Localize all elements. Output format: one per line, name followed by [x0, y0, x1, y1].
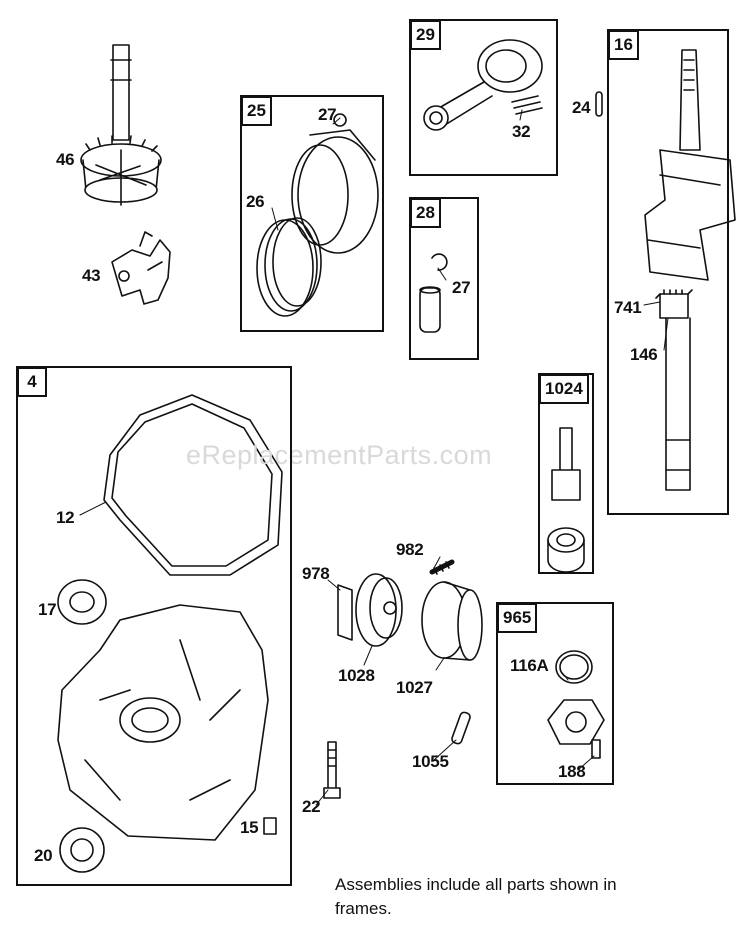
- frame-4: 4: [16, 366, 292, 886]
- frame-29-number: 29: [410, 20, 441, 50]
- wrist-pin-part: [419, 253, 448, 333]
- cover-part: [547, 699, 605, 745]
- frame-1024-number: 1024: [539, 374, 589, 404]
- screw-part-188: [591, 739, 601, 759]
- frame-16-number: 16: [608, 30, 639, 60]
- gasket-inner-edge: [111, 403, 273, 567]
- frame-16: 16: [607, 29, 729, 515]
- pin-part-1055: [451, 711, 471, 745]
- drain-plug-part: [263, 817, 277, 835]
- crankshaft-part: [644, 49, 736, 491]
- label-43: 43: [82, 266, 101, 285]
- leader-lines: [79, 109, 669, 806]
- label-20: 20: [34, 846, 53, 865]
- label-1055: 1055: [412, 752, 449, 771]
- screw-part-982: [429, 559, 455, 575]
- label-22: 22: [302, 797, 321, 816]
- bolt-part-22: [323, 741, 341, 799]
- piston-rings: [256, 217, 322, 317]
- piston-part: [256, 113, 379, 317]
- 965-assembly-part: [547, 650, 605, 759]
- label-26: 26: [246, 192, 265, 211]
- frame-965: 965: [496, 602, 614, 785]
- 1024-assembly-part: [547, 427, 585, 573]
- frame-25-number: 25: [241, 96, 272, 126]
- governor-part: [111, 231, 171, 305]
- label-27b: 27: [452, 278, 471, 297]
- label-146: 146: [630, 345, 658, 364]
- gasket-part: [103, 394, 283, 576]
- label-17: 17: [38, 600, 57, 619]
- pump-gasket-part: [337, 584, 353, 641]
- crankcase-part: [57, 604, 269, 841]
- frame-29: 29: [409, 19, 558, 176]
- key-part: [595, 91, 603, 117]
- label-741: 741: [614, 298, 642, 317]
- label-15: 15: [240, 818, 259, 837]
- label-1027: 1027: [396, 678, 433, 697]
- cam-gear-part: [80, 44, 162, 206]
- label-1028: 1028: [338, 666, 375, 685]
- pump-cup-part: [421, 581, 483, 661]
- frame-25: 25: [240, 95, 384, 332]
- bearing-part-20: [59, 827, 105, 873]
- frame-965-number: 965: [497, 603, 538, 633]
- seal-ring-part: [555, 650, 593, 684]
- connecting-rod-part: [423, 39, 543, 131]
- label-24: 24: [572, 98, 591, 117]
- label-978: 978: [302, 564, 330, 583]
- frame-4-number: 4: [17, 367, 47, 397]
- frame-1024: 1024: [538, 373, 594, 574]
- label-46: 46: [56, 150, 75, 169]
- label-27a: 27: [318, 105, 337, 124]
- frame-28: 28: [409, 197, 479, 360]
- watermark: eReplacementParts.com: [186, 440, 493, 470]
- label-12: 12: [56, 508, 75, 527]
- pump-body-part: [355, 573, 403, 647]
- bearing-part-17: [57, 579, 107, 625]
- assemblies-note: Assemblies include all parts shown in fr…: [335, 875, 617, 918]
- label-32: 32: [512, 122, 531, 141]
- label-982: 982: [396, 540, 424, 559]
- frame-28-number: 28: [410, 198, 441, 228]
- label-116a: 116A: [510, 656, 549, 675]
- label-188: 188: [558, 762, 586, 781]
